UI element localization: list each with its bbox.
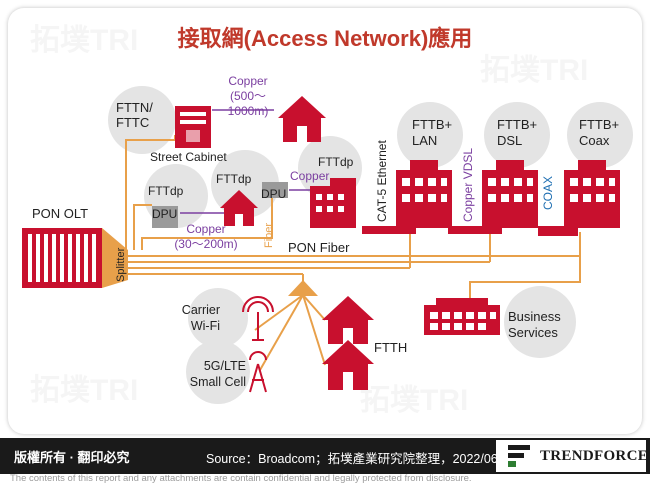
fttb-buildings xyxy=(396,160,620,228)
fttb-coax-label-1: FTTB+ xyxy=(579,117,619,132)
small-cell-label-1: 5G/LTE xyxy=(204,359,246,373)
building-fttb-dsl-icon xyxy=(482,160,538,228)
dpu-mid-label: DPU xyxy=(261,187,286,201)
switch-devices xyxy=(362,226,578,236)
circle-carrier-wifi xyxy=(188,288,248,348)
pon-olt-label: PON OLT xyxy=(32,206,88,221)
coax-splitter-icon xyxy=(538,226,578,236)
dsl-switch-icon xyxy=(448,226,502,234)
circle-fttb-dsl xyxy=(484,102,550,168)
carrier-wifi-label-1: Carrier xyxy=(182,303,220,317)
watermark-group: 拓墣TRI 拓墣TRI 拓墣TRI 拓墣TRI xyxy=(30,24,588,417)
copper-vdsl-label: Copper VDSL xyxy=(461,148,475,222)
house-ftth-2-icon xyxy=(322,340,374,390)
fttb-lan-label-2: LAN xyxy=(412,133,437,148)
building-fttb-lan-icon xyxy=(396,160,452,228)
cat5-label: CAT-5 Ethernet xyxy=(375,140,389,222)
cell-tower-icon xyxy=(249,351,267,393)
source-citation: Source：Broadcom；拓墣產業研究院整理，2022/06 xyxy=(206,452,498,466)
line-to-ftth-2 xyxy=(302,294,326,366)
pon-olt-device xyxy=(22,228,128,288)
street-cabinet-icon xyxy=(175,106,211,148)
line-to-dpu-mid xyxy=(141,198,273,250)
line-to-smallcell xyxy=(259,294,304,371)
line-to-ftth-1 xyxy=(302,294,326,321)
line-to-wifi xyxy=(254,294,304,331)
street-cabinet-label: Street Cabinet xyxy=(150,150,227,164)
carrier-wifi-label-2: Wi-Fi xyxy=(191,319,220,333)
business-building-icon xyxy=(424,298,500,335)
fttdp-mid-label: FTTdp xyxy=(216,172,252,186)
ftth-label: FTTH xyxy=(374,340,407,355)
wifi-antenna-icon xyxy=(242,296,274,341)
fttb-dsl-label-1: FTTB+ xyxy=(497,117,537,132)
splitter-shape xyxy=(102,228,128,288)
copper-long-label-2: (500～ xyxy=(230,89,266,103)
copper-long-label-3: 1000m) xyxy=(228,104,269,118)
lan-switch-icon xyxy=(362,226,416,234)
copper-short-label-1: Copper xyxy=(186,222,225,236)
circle-small-cell xyxy=(186,340,250,404)
fiber-lines xyxy=(108,135,581,371)
dpu-left-label: DPU xyxy=(152,207,177,221)
copper-long-label-1: Copper xyxy=(228,74,267,88)
coax-vertical-label: COAX xyxy=(541,176,555,210)
circle-fttn xyxy=(108,86,176,154)
fttdp-left-label: FTTdp xyxy=(148,184,184,198)
building-fttb-coax-icon xyxy=(564,160,620,228)
splitter-label: Splitter xyxy=(115,247,127,282)
business-label-2: Services xyxy=(508,325,558,340)
house-icons xyxy=(220,96,374,390)
page-title: 接取網(Access Network)應用 xyxy=(178,26,473,51)
fiber-label: Fiber xyxy=(263,223,275,248)
circle-fttb-lan xyxy=(397,102,463,168)
building-fttdp-right-icon xyxy=(310,178,356,228)
fttb-dsl-label-2: DSL xyxy=(497,133,522,148)
fttb-lan-label-1: FTTB+ xyxy=(412,117,452,132)
house-ftth-1-icon xyxy=(322,296,374,344)
circle-fttb-coax xyxy=(567,102,633,168)
trendforce-logo-text: TRENDFORCE xyxy=(540,448,649,464)
fttn-label-1: FTTN/ xyxy=(116,100,153,115)
house-top-icon xyxy=(278,96,326,142)
watermark: 拓墣TRI xyxy=(480,54,588,87)
house-mid-icon xyxy=(220,190,258,226)
watermark: 拓墣TRI xyxy=(30,374,138,407)
line-to-dpu-left xyxy=(133,204,152,250)
business-label-1: Business xyxy=(508,309,561,324)
fttn-label-2: FTTC xyxy=(116,115,149,130)
dpu-mid-box xyxy=(262,182,288,198)
trendforce-logo-icon xyxy=(508,445,530,467)
watermark: 拓墣TRI xyxy=(30,24,138,57)
disclaimer: The contents of this report and any atta… xyxy=(10,473,472,484)
small-cell-label-2: Small Cell xyxy=(190,375,246,389)
dpu-left-box xyxy=(152,206,178,228)
node-circles xyxy=(108,86,633,404)
line-to-business xyxy=(469,256,581,300)
watermark: 拓墣TRI xyxy=(360,384,468,417)
copper-short-label-2: (30～200m) xyxy=(174,237,237,251)
pon-fiber-label: PON Fiber xyxy=(288,240,350,255)
copper-mid-label: Copper xyxy=(290,169,329,183)
lower-splitter-icon xyxy=(288,280,318,296)
fttb-coax-label-2: Coax xyxy=(579,133,610,148)
fttdp-right-label: FTTdp xyxy=(318,155,354,169)
circle-business xyxy=(504,286,576,358)
rights-notice: 版權所有 · 翻印必究 xyxy=(14,450,130,465)
trendforce-logo xyxy=(496,440,646,472)
